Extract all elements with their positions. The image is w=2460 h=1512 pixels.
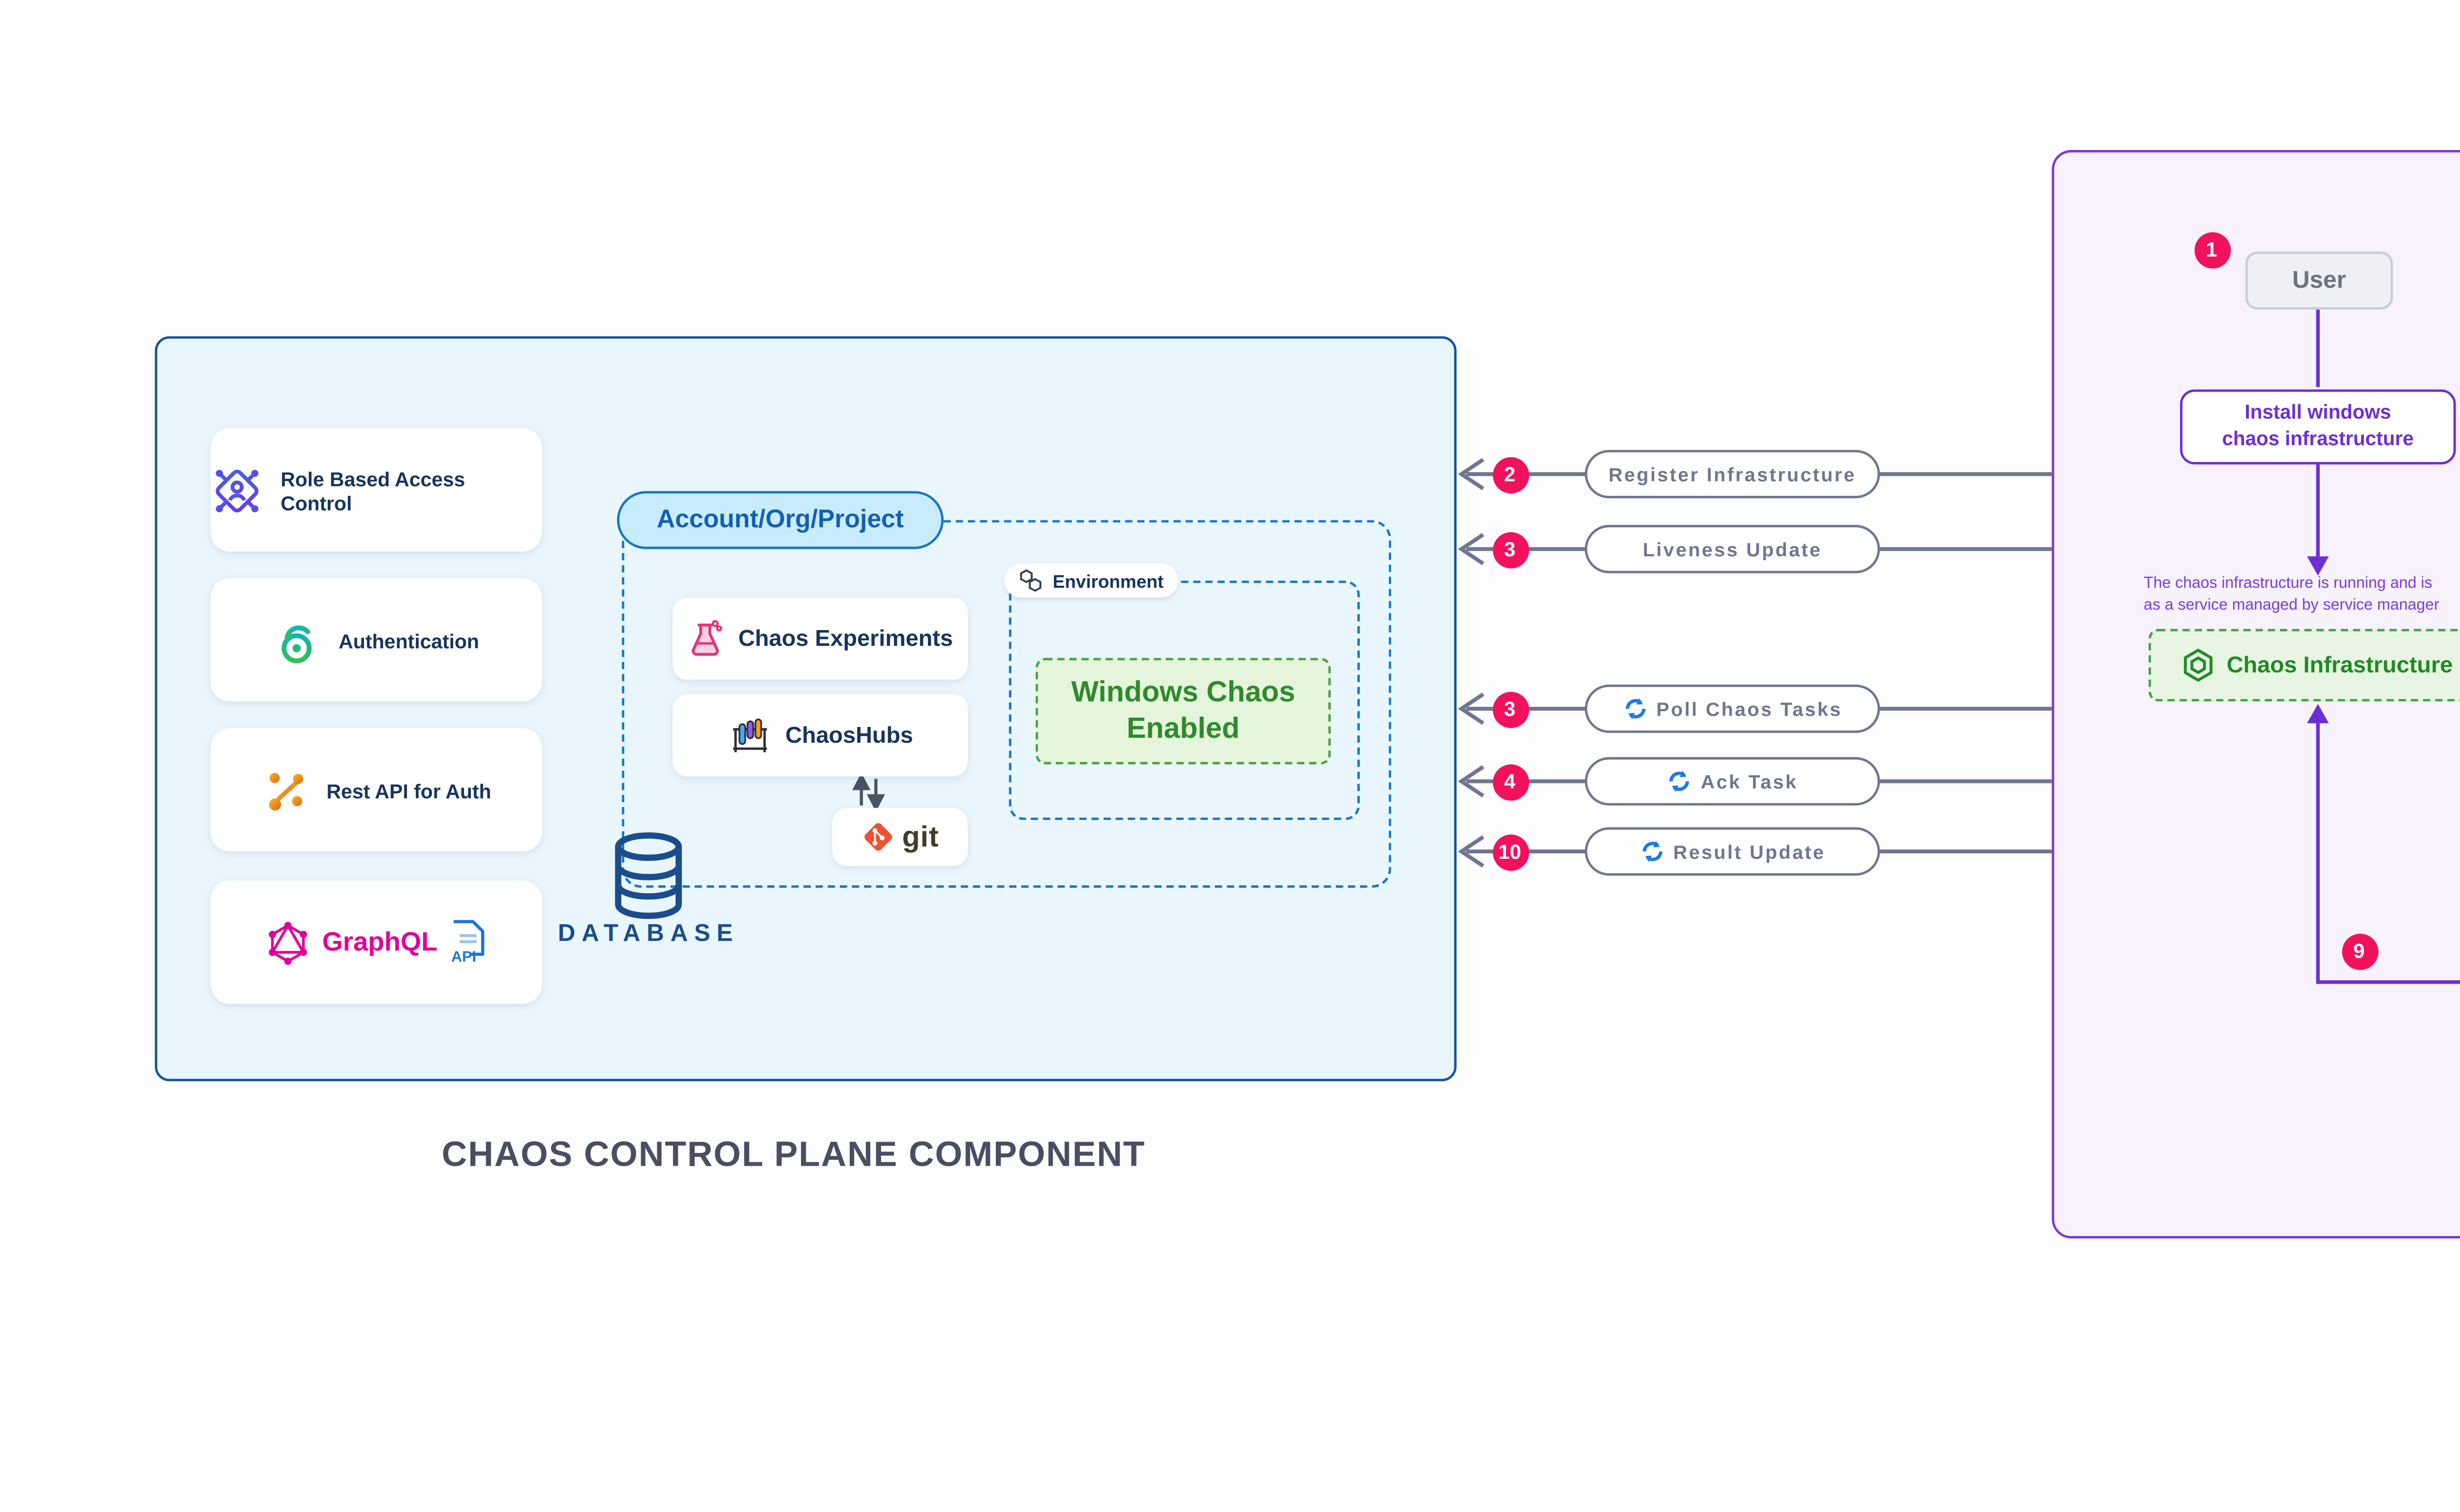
hexagons-icon (1020, 569, 1042, 592)
connector-label: Ack Task (1700, 770, 1798, 792)
graphql-icon (269, 920, 308, 964)
flask-icon (692, 620, 723, 656)
connector-pill-register-infrastructure: Register Infrastructure (1585, 450, 1880, 499)
card-graphql: GraphQL API (210, 880, 542, 1004)
git-icon (864, 823, 892, 851)
windows-chaos-enabled-label: Windows Chaos Enabled (1071, 675, 1295, 745)
database-icon (615, 832, 682, 919)
control-plane-title: CHAOS CONTROL PLANE COMPONENT (441, 1137, 1146, 1176)
graphql-wordmark: GraphQL (322, 927, 438, 957)
arrowhead-left-icon (1458, 765, 1484, 798)
connector-label: Result Update (1673, 840, 1826, 863)
environment-boundary (1009, 580, 1360, 820)
auth-lock-icon (281, 624, 312, 663)
step-badge: 4 (1491, 763, 1528, 800)
api-label: API (451, 948, 476, 965)
windows-chaos-enabled-box: Windows Chaos Enabled (1035, 658, 1331, 765)
card-label: Rest API for Auth (326, 778, 492, 802)
environment-label-pill: Environment (1004, 563, 1178, 598)
connector-label: Register Infrastructure (1608, 463, 1856, 485)
chaos-infrastructure-label: Chaos Infrastructure (2226, 652, 2453, 679)
execution-plane-title: CHAOS EXECUTION PLANE COMPONENT (2362, 1301, 2460, 1340)
chaos-infrastructure-box: Chaos Infrastructure (2149, 629, 2460, 702)
environment-label: Environment (1052, 570, 1164, 592)
card-label: Role Based Access Control (280, 465, 465, 514)
sync-icon (1641, 841, 1661, 862)
connector-pill-result-update: Result Update (1585, 827, 1880, 876)
card-label: ChaosHubs (785, 722, 913, 749)
account-label: Account/Org/Project (656, 505, 904, 535)
api-doc-icon: API (451, 920, 484, 965)
step-badge: 3 (1491, 691, 1528, 727)
connector-label: Liveness Update (1642, 538, 1822, 560)
card-git: git (832, 808, 968, 866)
gray-connector-lines (1458, 458, 2052, 868)
git-wordmark: git (902, 820, 939, 854)
step-badge: 3 (1491, 531, 1528, 568)
purple-arrowheads (2307, 556, 2329, 724)
arrowhead-left-icon (1458, 533, 1484, 566)
rbac-icon (215, 468, 259, 512)
card-role-based-access-control: Role Based Access Control (210, 428, 542, 552)
annotation-infrastructure-running: The chaos infrastructure is running and … (2144, 575, 2439, 614)
step-badge: 1 (2193, 231, 2230, 268)
purple-flow-lines (2316, 309, 2460, 984)
account-org-project-pill: Account/Org/Project (617, 491, 944, 549)
user-box: User (2245, 251, 2393, 310)
card-authentication: Authentication (210, 578, 542, 702)
database-label: DATABASE (557, 921, 739, 948)
card-label: Chaos Experiments (738, 625, 953, 652)
user-label: User (2292, 267, 2346, 294)
account-org-project-boundary (621, 520, 1391, 888)
card-rest-api-for-auth: Rest API for Auth (210, 728, 542, 852)
connector-pill-poll-chaos-tasks: Poll Chaos Tasks (1585, 684, 1880, 733)
arrowhead-left-icon (1458, 458, 1484, 490)
connector-pill-ack-task: Ack Task (1585, 757, 1880, 806)
rest-api-icon (269, 771, 303, 810)
arrowhead-left-icon (1458, 693, 1484, 725)
install-windows-chaos-infrastructure-box: Install windows chaos infrastructure (2180, 389, 2456, 465)
step-badge: 2 (1491, 456, 1528, 492)
connector-label: Poll Chaos Tasks (1656, 697, 1843, 720)
sync-icon (1625, 698, 1645, 720)
arrowhead-left-icon (1458, 835, 1484, 868)
step-badge: 9 (2340, 932, 2377, 969)
chaoshubs-rack-icon (732, 717, 766, 751)
card-label: Authentication (338, 628, 479, 652)
git-sync-arrows-icon (852, 772, 885, 812)
connector-pill-liveness-update: Liveness Update (1585, 525, 1880, 574)
card-chaos-experiments: Chaos Experiments (673, 597, 968, 680)
sync-icon (1669, 770, 1689, 792)
chaos-infrastructure-icon (2184, 648, 2214, 682)
card-chaoshubs: ChaosHubs (673, 694, 968, 777)
step-badge: 10 (1491, 833, 1528, 870)
install-label: Install windows chaos infrastructure (2222, 401, 2414, 449)
